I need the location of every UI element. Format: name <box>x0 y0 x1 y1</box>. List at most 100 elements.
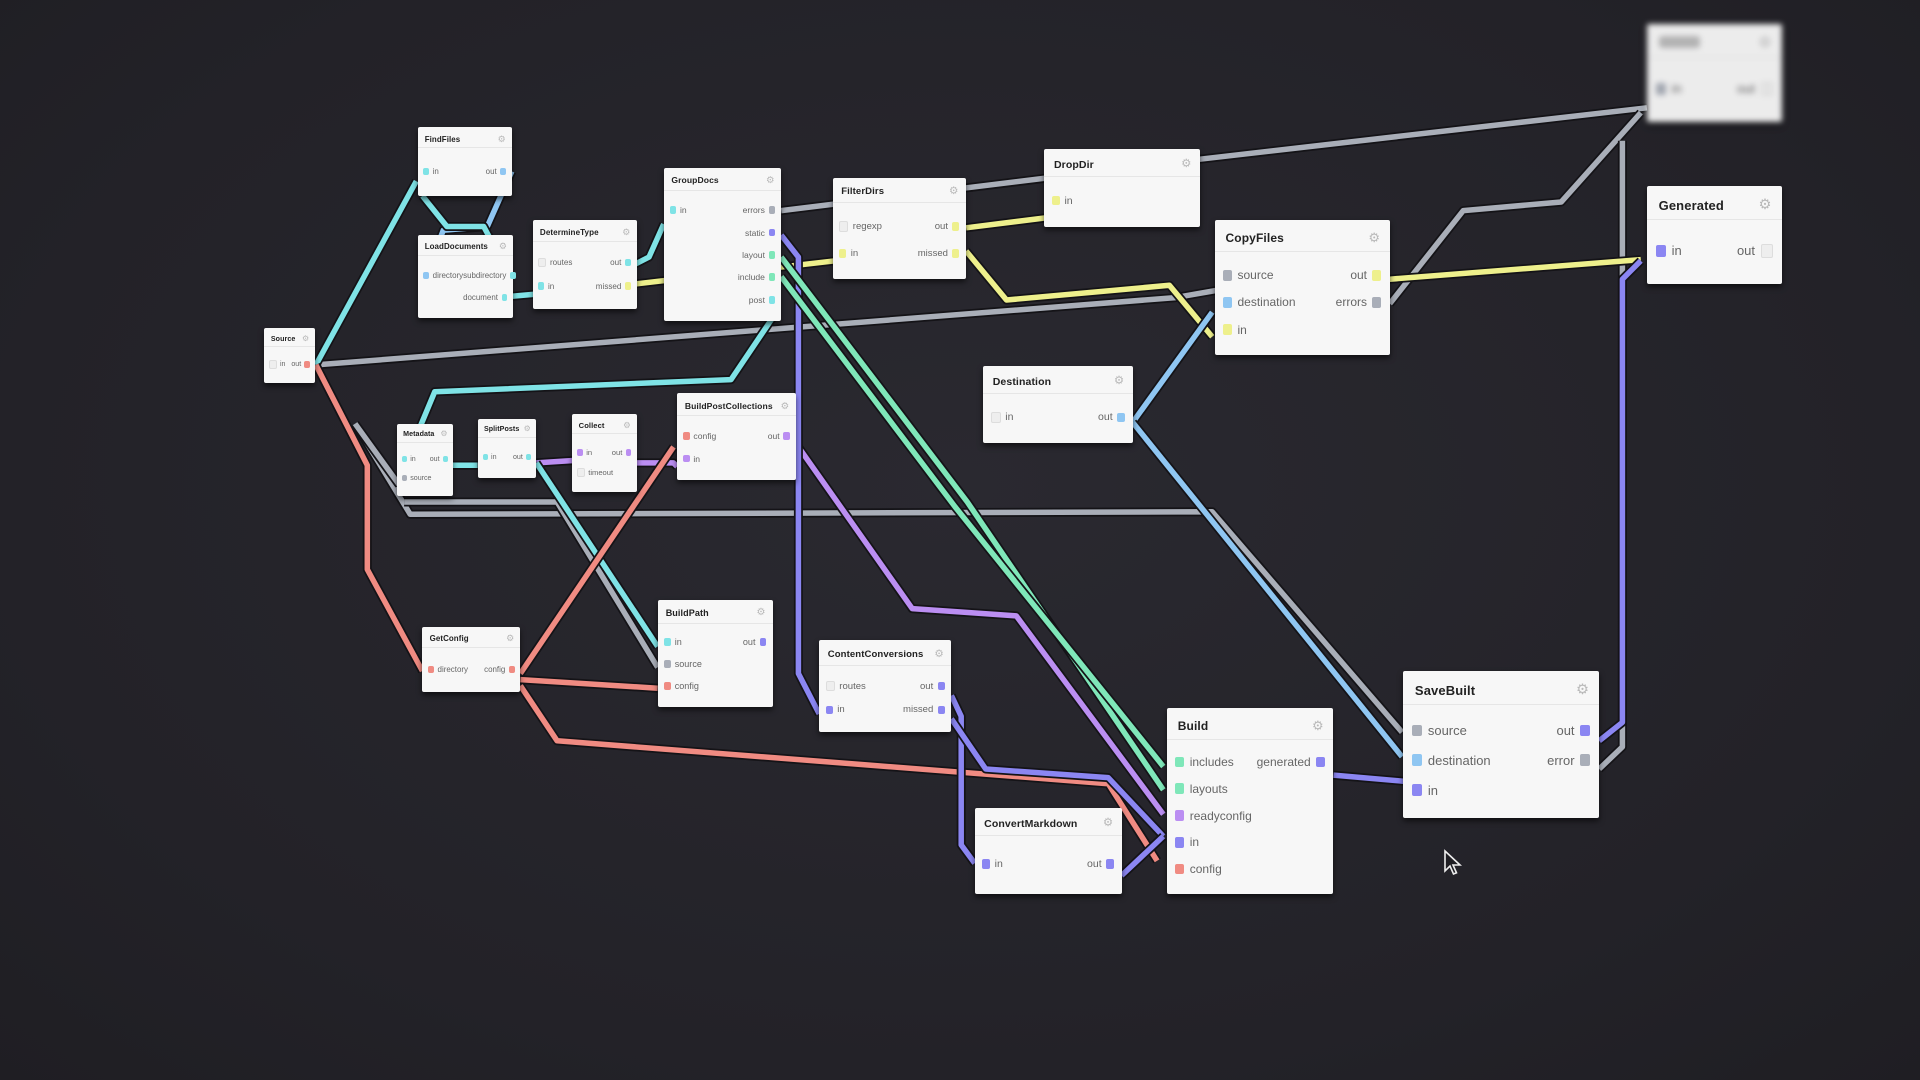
port-outputs-subdirectory[interactable]: subdirectory <box>463 271 516 280</box>
port-outputs-error[interactable]: error <box>1547 753 1591 768</box>
port-outputs-missed[interactable]: missed <box>596 282 632 291</box>
port-inputs-source[interactable]: source <box>663 659 702 669</box>
port-inputs-in[interactable]: in <box>577 448 592 457</box>
port-outputs-out[interactable]: out <box>920 681 945 692</box>
gear-icon[interactable]: ⚙ <box>934 648 944 660</box>
port-inputs-in[interactable]: in <box>663 637 682 647</box>
port-dot-icon[interactable] <box>304 361 310 368</box>
wire-lightblue[interactable] <box>1130 420 1405 759</box>
wire-purple[interactable] <box>536 457 576 466</box>
port-inputs-regexp[interactable]: regexp <box>839 221 882 232</box>
port-dot-icon[interactable] <box>1372 269 1382 281</box>
port-dot-icon[interactable] <box>269 360 277 369</box>
port-outputs-static[interactable]: static <box>745 228 776 238</box>
port-inputs-directory[interactable]: directory <box>423 271 463 280</box>
port-dot-icon[interactable] <box>663 638 671 647</box>
port-outputs-layout[interactable]: layout <box>742 250 776 260</box>
wire-salmon[interactable] <box>518 684 1160 863</box>
gear-icon[interactable]: ⚙ <box>1758 35 1772 52</box>
port-dot-icon[interactable] <box>669 206 677 214</box>
port-dot-icon[interactable] <box>1175 836 1185 848</box>
port-outputs-errors[interactable]: errors <box>743 205 776 215</box>
gear-icon[interactable]: ⚙ <box>1575 681 1589 698</box>
wire-yellow[interactable] <box>1389 256 1642 282</box>
wire-gray[interactable] <box>1387 110 1643 306</box>
wire-salmon[interactable] <box>520 676 658 691</box>
wire-salmon[interactable] <box>313 363 425 673</box>
port-dot-icon[interactable] <box>768 295 776 304</box>
port-dot-icon[interactable] <box>663 660 671 669</box>
port-dot-icon[interactable] <box>1412 784 1423 796</box>
port-inputs-in[interactable]: in <box>839 248 858 259</box>
port-inputs-destination[interactable]: destination <box>1412 753 1491 768</box>
port-inputs-in[interactable]: in <box>1412 783 1438 798</box>
gear-icon[interactable]: ⚙ <box>1368 230 1381 246</box>
port-dot-icon[interactable] <box>500 167 507 175</box>
wire-indigo[interactable] <box>1333 772 1404 784</box>
port-dot-icon[interactable] <box>538 282 545 290</box>
port-outputs-out[interactable]: out <box>513 453 532 461</box>
port-dot-icon[interactable] <box>1656 245 1666 257</box>
wire-gray[interactable] <box>352 422 402 487</box>
port-inputs-in[interactable]: in <box>538 282 554 291</box>
port-outputs-post[interactable]: post <box>749 295 776 305</box>
port-dot-icon[interactable] <box>952 249 960 258</box>
port-dot-icon[interactable] <box>538 257 547 268</box>
wire-salmon[interactable] <box>518 445 676 676</box>
port-dot-icon[interactable] <box>663 681 671 691</box>
port-outputs-document[interactable]: document <box>463 293 508 302</box>
port-dot-icon[interactable] <box>482 453 488 461</box>
port-inputs-readyconfig[interactable]: readyconfig <box>1175 809 1252 823</box>
port-dot-icon[interactable] <box>683 431 690 440</box>
port-dot-icon[interactable] <box>625 282 632 290</box>
gear-icon[interactable]: ⚙ <box>1312 717 1324 733</box>
port-dot-icon[interactable] <box>1106 859 1115 869</box>
port-inputs-timeout[interactable]: timeout <box>577 468 613 477</box>
wire-cyan[interactable] <box>633 222 667 267</box>
port-inputs-source[interactable]: source <box>1412 723 1467 738</box>
port-inputs-in[interactable]: in <box>982 858 1003 870</box>
wire-cyan[interactable] <box>313 179 419 367</box>
port-dot-icon[interactable] <box>839 221 849 232</box>
gear-icon[interactable]: ⚙ <box>1102 816 1114 829</box>
port-dot-icon[interactable] <box>683 454 690 463</box>
port-inputs-includes[interactable]: includes <box>1175 755 1234 769</box>
port-dot-icon[interactable] <box>509 271 516 280</box>
gear-icon[interactable]: ⚙ <box>1113 374 1125 387</box>
port-outputs-out[interactable]: out <box>486 167 507 176</box>
port-dot-icon[interactable] <box>1760 82 1773 96</box>
port-dot-icon[interactable] <box>423 271 430 280</box>
port-dot-icon[interactable] <box>423 167 430 175</box>
port-inputs-in[interactable]: in <box>269 360 285 369</box>
port-dot-icon[interactable] <box>401 455 408 463</box>
gear-icon[interactable]: ⚙ <box>440 429 448 439</box>
port-dot-icon[interactable] <box>990 411 1001 424</box>
port-inputs-in[interactable]: in <box>825 704 845 715</box>
port-outputs-out[interactable]: out <box>1737 243 1773 258</box>
port-outputs-out[interactable]: out <box>1098 411 1126 423</box>
port-outputs-include[interactable]: include <box>738 272 776 282</box>
port-inputs-in[interactable]: in <box>482 453 497 461</box>
gear-icon[interactable]: ⚙ <box>756 607 766 619</box>
port-inputs-layouts[interactable]: layouts <box>1175 782 1228 796</box>
port-dot-icon[interactable] <box>1412 724 1423 737</box>
wire-indigo[interactable] <box>1119 834 1166 878</box>
port-dot-icon[interactable] <box>1412 754 1423 767</box>
port-dot-icon[interactable] <box>783 431 790 440</box>
port-dot-icon[interactable] <box>982 859 990 869</box>
port-dot-icon[interactable] <box>768 251 776 259</box>
port-dot-icon[interactable] <box>1117 412 1126 423</box>
port-outputs-out[interactable]: out <box>1556 723 1591 738</box>
port-outputs-out[interactable]: out <box>1087 858 1115 870</box>
